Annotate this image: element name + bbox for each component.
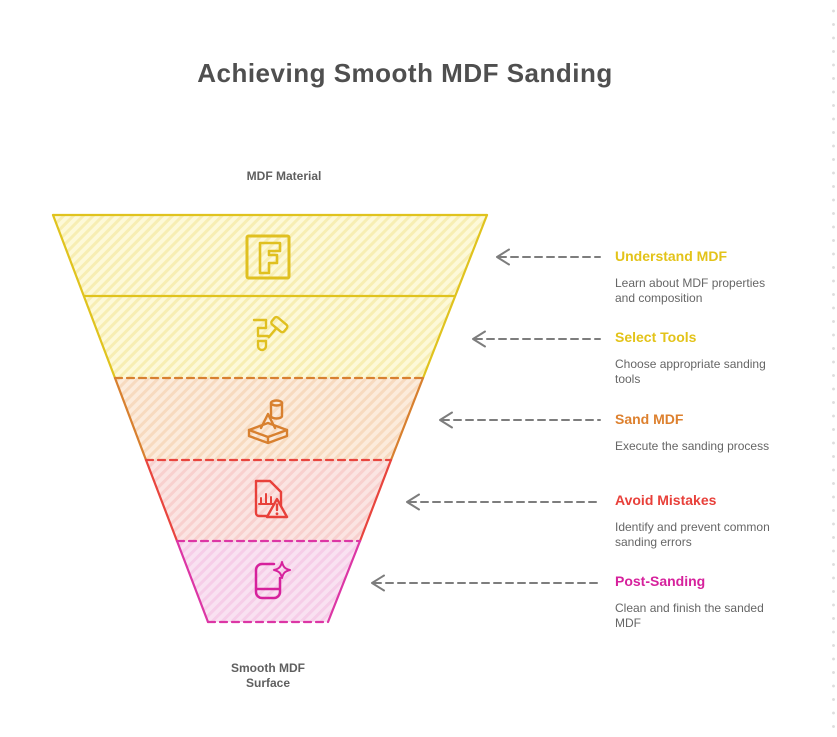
mdf-material-icon <box>245 234 291 280</box>
arrow-select-tools <box>472 330 601 348</box>
step-title: Select Tools <box>615 329 697 345</box>
step-select-tools: Select Tools Choose appropriate sanding … <box>615 329 787 387</box>
step-description: Identify and prevent common sanding erro… <box>615 520 770 549</box>
warning-document-icon <box>254 479 289 519</box>
step-title: Sand MDF <box>615 411 684 427</box>
step-description: Clean and finish the sanded MDF <box>615 601 764 630</box>
clean-surface-icon <box>254 561 291 600</box>
connector-arrows <box>371 248 601 592</box>
step-post-sanding: Post-Sanding Clean and finish the sanded… <box>615 573 787 631</box>
page-title: Achieving Smooth MDF Sanding <box>197 58 613 88</box>
step-avoid-mistakes: Avoid Mistakes Identify and prevent comm… <box>615 492 787 550</box>
tools-icon <box>252 315 289 352</box>
step-title: Avoid Mistakes <box>615 492 717 508</box>
funnel-stage-avoid-mistakes <box>146 460 391 541</box>
step-description: Execute the sanding process <box>615 439 770 453</box>
step-sand-mdf: Sand MDF Execute the sanding process <box>615 411 787 454</box>
step-title: Post-Sanding <box>615 573 706 589</box>
right-edge-dots <box>831 4 836 737</box>
step-description: Learn about MDF properties and compositi… <box>615 276 766 305</box>
step-understand-mdf: Understand MDF Learn about MDF propertie… <box>615 248 787 306</box>
arrow-post-sanding <box>371 574 601 592</box>
funnel-borders <box>51 213 489 624</box>
arrow-understand-mdf <box>496 248 601 266</box>
arrow-avoid-mistakes <box>406 493 601 511</box>
step-title: Understand MDF <box>615 248 727 264</box>
funnel-stage-sand-mdf <box>115 378 423 460</box>
sanding-block-icon <box>247 399 289 445</box>
funnel-top-label: MDF Material <box>246 169 322 183</box>
arrow-sand-mdf <box>439 411 601 429</box>
funnel-stage-post-sanding <box>177 541 360 622</box>
step-description: Choose appropriate sanding tools <box>615 357 766 386</box>
funnel-bottom-label: Smooth MDF Surface <box>231 661 305 690</box>
funnel-stages <box>53 215 487 622</box>
